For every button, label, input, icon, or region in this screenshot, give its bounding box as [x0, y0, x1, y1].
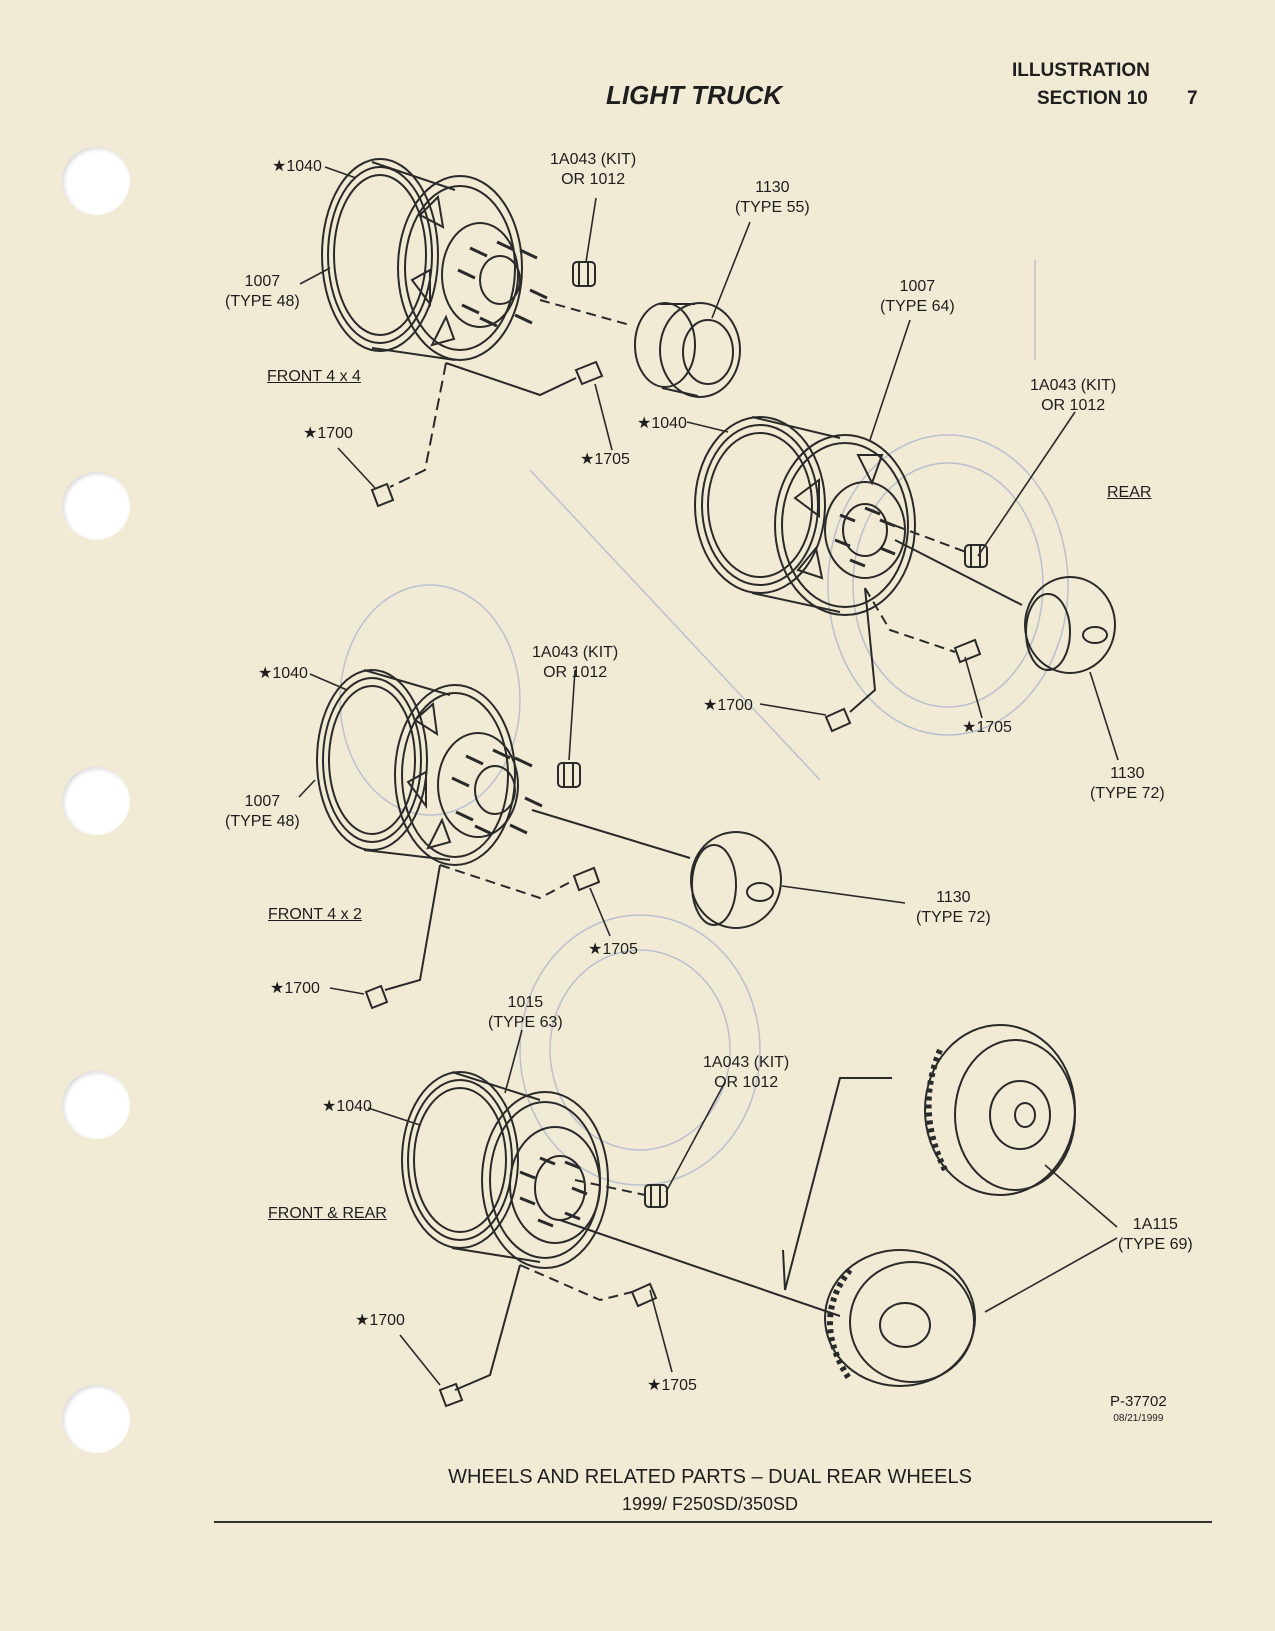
bottom-rule — [214, 1521, 1212, 1523]
label-1040: ★1040 — [258, 665, 308, 682]
label-1700: ★1700 — [270, 980, 320, 997]
lug-nut — [964, 544, 988, 568]
label-1700: ★1700 — [355, 1312, 405, 1329]
label-1a043: 1A043 (KIT)OR 1012 — [1030, 377, 1117, 414]
lug-nut — [644, 1184, 668, 1208]
label-1705: ★1705 — [647, 1377, 697, 1394]
binder-hole — [62, 147, 130, 215]
label-1040: ★1040 — [272, 158, 322, 175]
lug-nut — [557, 762, 581, 788]
page-title: LIGHT TRUCK — [606, 80, 783, 110]
valve-stem — [370, 360, 604, 508]
illustration-heading: ILLUSTRATION — [1012, 60, 1150, 81]
caption-line-2: 1999/ F250SD/350SD — [621, 1494, 799, 1514]
label-1a043: 1A043 (KIT)OR 1012 — [703, 1054, 790, 1091]
page-number: 7 — [1187, 88, 1198, 109]
ghost-show-through — [339, 260, 1069, 1186]
label-1a115-type-69: 1A115(TYPE 69) — [1118, 1216, 1193, 1253]
wheel-rear — [694, 416, 916, 616]
section-heading: SECTION 10 — [1037, 88, 1148, 109]
label-1a043: 1A043 (KIT)OR 1012 — [550, 151, 637, 188]
label-1130-type-55: 1130(TYPE 55) — [735, 179, 810, 216]
binder-hole — [62, 767, 130, 835]
section-rear: REAR — [1107, 484, 1152, 501]
binder-hole — [62, 1071, 130, 1139]
label-1130-type-72: 1130(TYPE 72) — [916, 889, 991, 926]
label-1705: ★1705 — [588, 941, 638, 958]
label-1015-type-63: 1015(TYPE 63) — [488, 994, 563, 1031]
label-1705: ★1705 — [580, 451, 630, 468]
label-1040: ★1040 — [322, 1098, 372, 1115]
label-1130-type-72: 1130(TYPE 72) — [1090, 765, 1165, 802]
wheel-front-4x4 — [321, 158, 548, 361]
valve-stem — [438, 1282, 658, 1408]
label-1040: ★1040 — [637, 415, 687, 432]
label-1700: ★1700 — [703, 697, 753, 714]
label-1700: ★1700 — [303, 425, 353, 442]
section-front-4x2: FRONT 4 x 2 — [268, 906, 362, 923]
valve-stem — [364, 866, 601, 1010]
label-1007-type-48: 1007(TYPE 48) — [225, 793, 300, 830]
section-front-4x4: FRONT 4 x 4 — [267, 368, 361, 385]
wheel-cover-type-69-upper — [924, 1024, 1076, 1196]
leader-lines — [298, 166, 1119, 1386]
hub-cap-type-55 — [634, 302, 741, 398]
wheel-cover-type-69-lower — [824, 1249, 976, 1387]
label-1a043: 1A043 (KIT)OR 1012 — [532, 644, 619, 681]
binder-hole — [62, 1385, 130, 1453]
label-1007-type-64: 1007(TYPE 64) — [880, 278, 955, 315]
wheel-front-4x2 — [316, 669, 543, 866]
hub-cap-type-72 — [690, 831, 782, 929]
caption-line-1: WHEELS AND RELATED PARTS – DUAL REAR WHE… — [448, 1466, 972, 1488]
label-1705: ★1705 — [962, 719, 1012, 736]
section-front-rear: FRONT & REAR — [268, 1205, 387, 1222]
hub-cap-type-72 — [1024, 576, 1116, 674]
valve-stem — [824, 638, 982, 733]
lug-nut — [572, 261, 596, 287]
label-1007-type-48: 1007(TYPE 48) — [225, 273, 300, 310]
wheel-front-and-rear — [401, 1071, 609, 1269]
binder-hole — [62, 472, 130, 540]
